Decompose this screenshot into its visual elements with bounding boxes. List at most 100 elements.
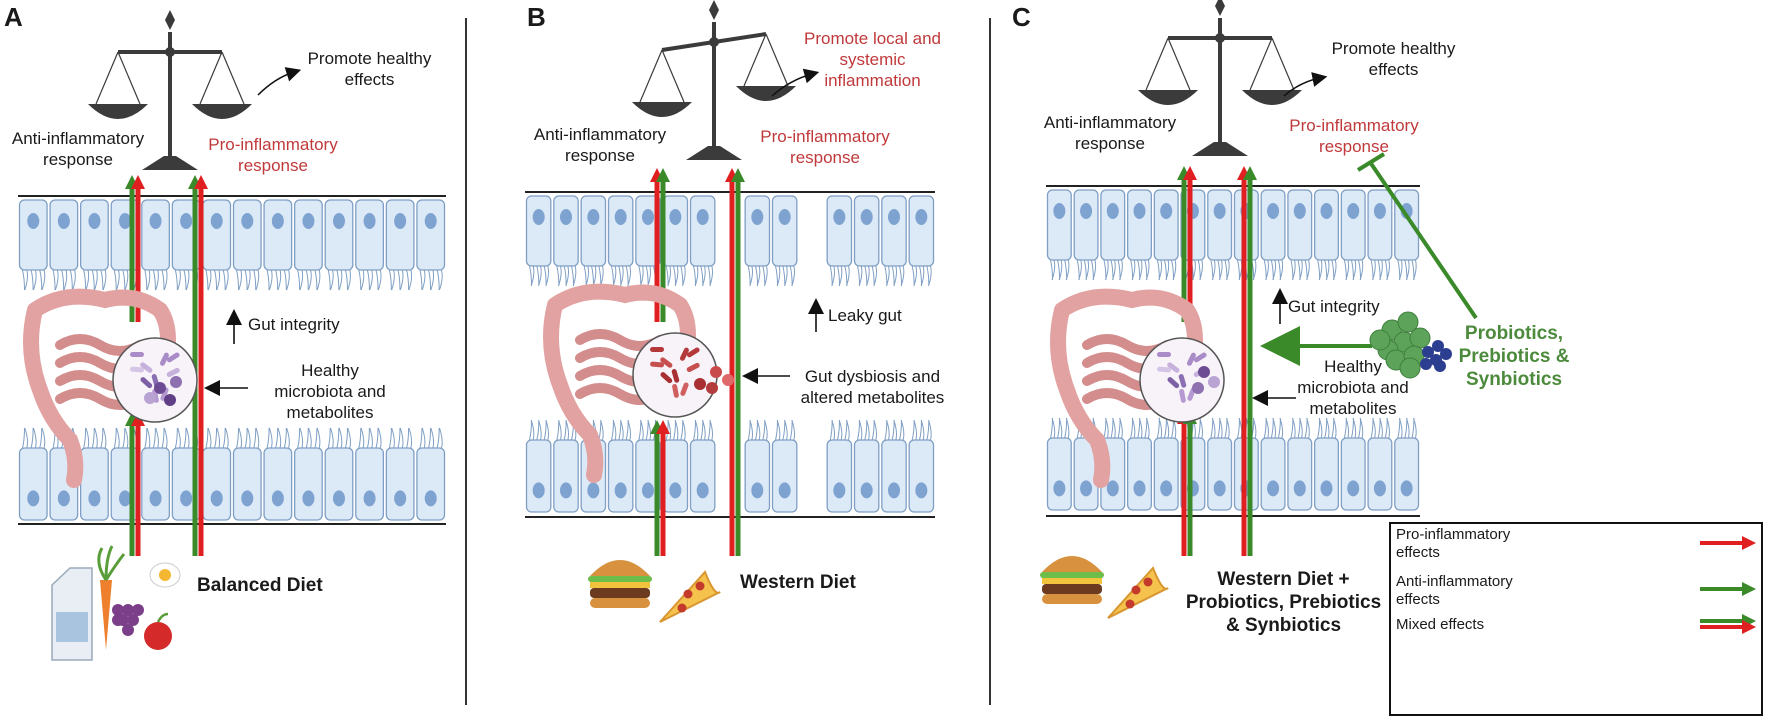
panel-b-burger xyxy=(588,560,652,608)
cilia xyxy=(1397,259,1417,281)
bacterium xyxy=(1193,352,1207,363)
epithelial-cell xyxy=(141,199,171,271)
cilia xyxy=(1370,417,1390,439)
cilia xyxy=(1237,417,1257,439)
epithelial-cell xyxy=(110,447,140,521)
cell-nucleus xyxy=(88,213,101,229)
arrow-head xyxy=(731,168,745,182)
cilia xyxy=(857,419,877,441)
cilia xyxy=(266,427,290,449)
cilia xyxy=(327,269,351,291)
probiotic-cell xyxy=(1397,311,1419,333)
cell-nucleus xyxy=(1293,203,1306,219)
panel-a-integrity: Gut integrity xyxy=(248,315,340,334)
cell-nucleus xyxy=(614,209,627,225)
cilia xyxy=(1076,259,1097,281)
cell-nucleus xyxy=(394,490,407,507)
cilia xyxy=(1370,259,1390,281)
cilia xyxy=(1210,259,1230,281)
cell-nucleus xyxy=(1267,480,1280,497)
scale-base xyxy=(142,156,198,170)
legend-mixed-arrow xyxy=(1700,614,1756,634)
cilia xyxy=(638,419,659,441)
arrow-head xyxy=(656,420,670,434)
scale-pivot xyxy=(709,37,719,47)
cell-nucleus xyxy=(180,213,193,229)
epithelial-cell xyxy=(416,447,446,521)
scale-base xyxy=(1192,142,1248,156)
pepperoni xyxy=(695,581,705,591)
epithelial-cell xyxy=(771,195,798,267)
scale-string xyxy=(1167,37,1191,91)
panel-b-metabolite xyxy=(694,378,706,390)
cilia xyxy=(556,419,577,441)
cell-nucleus xyxy=(915,209,928,225)
burger-cheese xyxy=(1042,578,1102,584)
cilia xyxy=(297,269,321,291)
cell-nucleus xyxy=(1267,203,1280,219)
bacterium xyxy=(1157,352,1171,357)
cilia xyxy=(52,269,76,291)
epithelial-cell xyxy=(1153,437,1179,511)
panel-a-metabolite xyxy=(144,392,156,404)
panel-b-scale xyxy=(632,0,796,160)
epithelial-cell xyxy=(202,199,232,271)
cilia xyxy=(388,269,413,291)
cell-nucleus xyxy=(1160,480,1173,497)
bacterium xyxy=(671,369,680,383)
bacterium xyxy=(140,362,153,373)
apple-stem xyxy=(156,612,169,623)
scale-string xyxy=(1271,37,1295,91)
cell-nucleus xyxy=(751,482,764,499)
cilia xyxy=(174,427,199,449)
panel-b-integrity: Leaky gut xyxy=(828,306,902,325)
cell-nucleus xyxy=(1373,203,1386,219)
cell-nucleus xyxy=(149,213,162,229)
grape xyxy=(122,604,134,616)
cell-nucleus xyxy=(560,482,572,499)
panel-a-metabolite xyxy=(164,394,176,406)
cell-nucleus xyxy=(860,209,873,225)
panel-c-inhibition-line xyxy=(1368,160,1478,320)
epithelial-cell xyxy=(607,195,634,267)
panel-a-metabolite xyxy=(170,376,182,388)
prebiotic-particle xyxy=(1440,348,1452,360)
cell-nucleus xyxy=(669,482,682,499)
bacterium xyxy=(650,347,664,352)
bacterium xyxy=(130,366,145,373)
epithelial-cell xyxy=(826,439,853,513)
bacterium xyxy=(1179,388,1186,403)
intestine-illustrations xyxy=(23,283,1225,488)
panel-a-upper-epithelium xyxy=(18,195,446,291)
cell-nucleus xyxy=(210,490,223,507)
cilia xyxy=(857,265,877,287)
epithelial-cell xyxy=(1100,189,1126,261)
panel-letter-b: B xyxy=(527,2,546,32)
bacterium xyxy=(1157,366,1172,373)
panel-c-effect-arrow xyxy=(1283,72,1328,97)
epithelial-cell xyxy=(79,447,109,521)
cilia xyxy=(236,269,260,291)
epithelial-cell xyxy=(853,439,880,513)
legend-arrow-head xyxy=(1742,582,1756,596)
cilia xyxy=(747,419,768,441)
cilia xyxy=(297,427,321,449)
panel-b-metabolite xyxy=(710,366,722,378)
epithelial-cell xyxy=(1367,437,1393,511)
epithelial-cell xyxy=(689,439,716,513)
panel-c-integrity: Gut integrity xyxy=(1288,297,1380,316)
grape xyxy=(112,604,124,616)
cell-nucleus xyxy=(302,213,315,229)
panel-b-lower-epithelium xyxy=(525,419,935,513)
cilia xyxy=(358,427,382,449)
cilia xyxy=(113,427,137,449)
panel-c-diet: Western Diet +Probiotics, Prebiotics& Sy… xyxy=(1185,569,1382,636)
bacterium xyxy=(686,362,700,372)
epithelial-cell xyxy=(263,199,293,271)
pepperoni xyxy=(1143,577,1153,587)
epithelial-cell xyxy=(1260,189,1286,261)
cell-nucleus xyxy=(833,209,846,225)
